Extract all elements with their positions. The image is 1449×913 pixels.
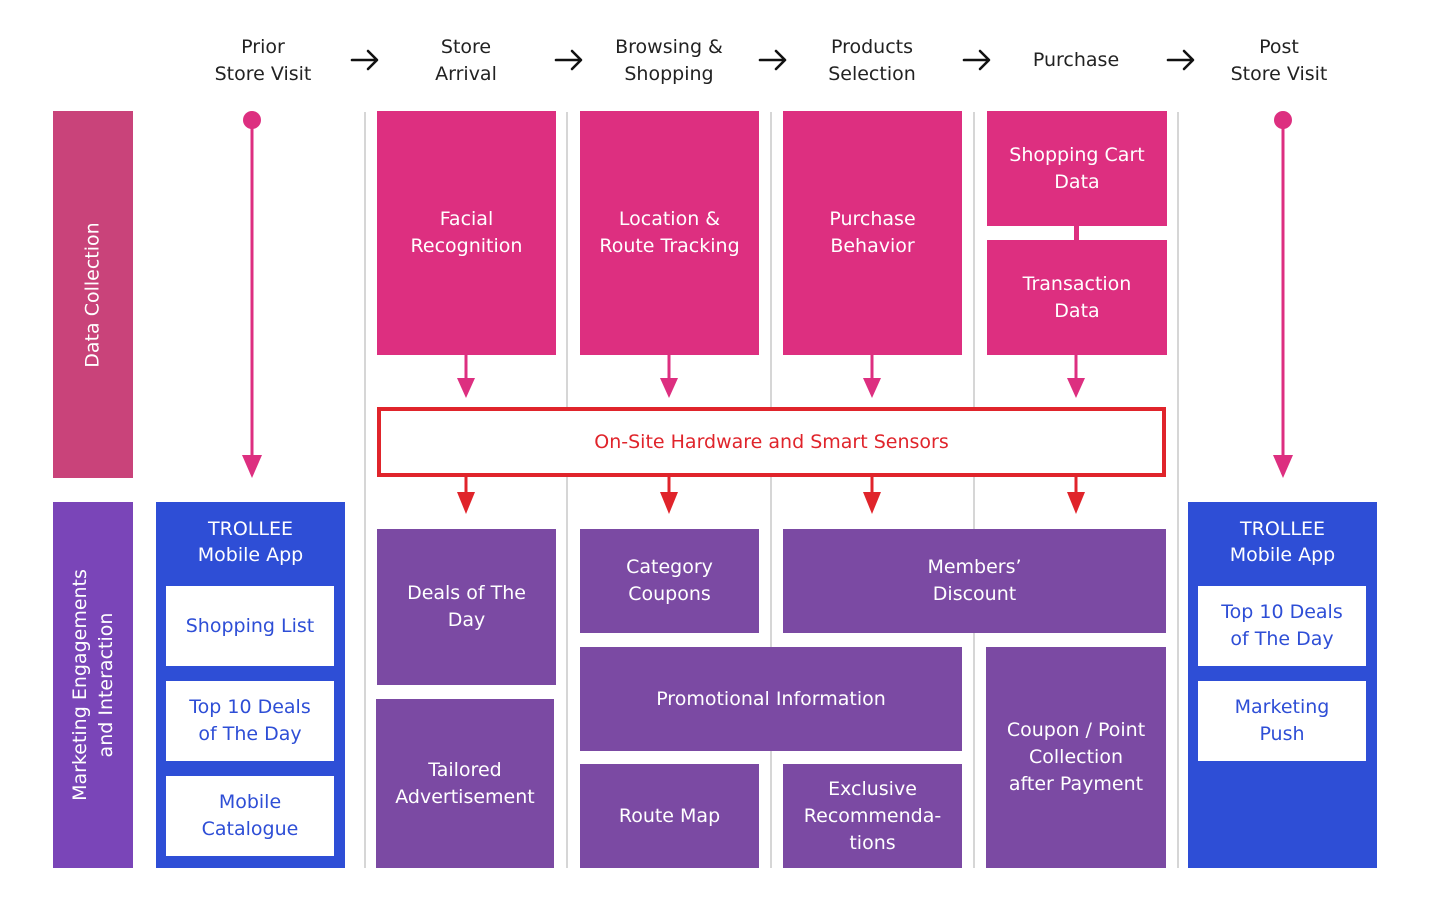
deals-of-the-day-box: Deals of The Day (377, 529, 556, 685)
timeline-arrow-left (242, 111, 262, 478)
stage-purchase: Purchase (1032, 49, 1120, 71)
coupon-point-collection-box: Coupon / Point Collection after Payment (986, 647, 1166, 868)
stage-arrow-icon (1166, 49, 1195, 71)
mobile-catalogue-card: Mobile Catalogue (166, 776, 334, 856)
sensor-to-marketing-arrow (863, 477, 881, 514)
column-divider (973, 112, 975, 868)
stage-browsing-shopping: Browsing & Shopping (615, 36, 723, 85)
row-label-data-collection-text: Data Collection (82, 221, 105, 368)
sensor-to-marketing-arrow (660, 477, 678, 514)
stage-arrow-icon (758, 49, 787, 71)
column-divider (1177, 112, 1179, 868)
transaction-data-box: Transaction Data (987, 240, 1167, 355)
timeline-arrow-right (1273, 111, 1293, 478)
mobile-app-right-panel: TROLLEE Mobile App Top 10 Deals of The D… (1188, 502, 1377, 868)
sensor-to-marketing-arrow (457, 477, 475, 514)
row-label-marketing: Marketing Engagements and Interaction (53, 502, 133, 868)
mobile-app-right-title: TROLLEE Mobile App (1229, 518, 1336, 566)
stage-arrow-icon (962, 49, 991, 71)
location-tracking-box: Location & Route Tracking (580, 111, 759, 355)
data-to-sensor-arrow (457, 355, 475, 398)
purchase-behavior-box: Purchase Behavior (783, 111, 962, 355)
stage-arrow-icon (554, 49, 583, 71)
route-map-box: Route Map (580, 764, 759, 868)
stage-arrow-icon (350, 49, 379, 71)
top-deals-card-left: Top 10 Deals of The Day (166, 681, 334, 761)
tailored-advertisement-box: Tailored Advertisement (376, 699, 554, 868)
sensor-bar: On-Site Hardware and Smart Sensors (377, 407, 1166, 477)
data-to-sensor-arrow (660, 355, 678, 398)
category-coupons-box: Category Coupons (580, 529, 759, 633)
stage-store-arrival: Store Arrival (435, 36, 497, 85)
top-deals-card-right: Top 10 Deals of The Day (1198, 586, 1366, 666)
shopping-cart-data-box: Shopping Cart Data (987, 111, 1167, 226)
data-to-sensor-arrow (863, 355, 881, 398)
marketing-push-card: Marketing Push (1198, 681, 1366, 761)
exclusive-recommendations-box: Exclusive Recommenda- tions (783, 764, 962, 868)
row-label-marketing-text: Marketing Engagements and Interaction (69, 569, 118, 801)
members-discount-box: Members’ Discount (783, 529, 1166, 633)
column-divider (364, 112, 366, 868)
column-divider (566, 112, 568, 868)
promotional-information-box: Promotional Information (580, 647, 962, 751)
mobile-app-left-panel: TROLLEE Mobile App Shopping List Top 10 … (156, 502, 345, 868)
shopping-list-card: Shopping List (166, 586, 334, 666)
column-divider (770, 112, 772, 868)
cart-transaction-connector (1074, 226, 1079, 240)
facial-recognition-box: Facial Recognition (377, 111, 556, 355)
stage-post-store-visit: Post Store Visit (1230, 36, 1328, 85)
data-to-sensor-arrow (1067, 355, 1085, 398)
stage-products-selection: Products Selection (828, 36, 916, 85)
sensor-to-marketing-arrow (1067, 477, 1085, 514)
mobile-app-left-title: TROLLEE Mobile App (197, 518, 304, 566)
row-label-data-collection: Data Collection (53, 111, 133, 478)
stage-prior-store-visit: Prior Store Visit (214, 36, 312, 85)
